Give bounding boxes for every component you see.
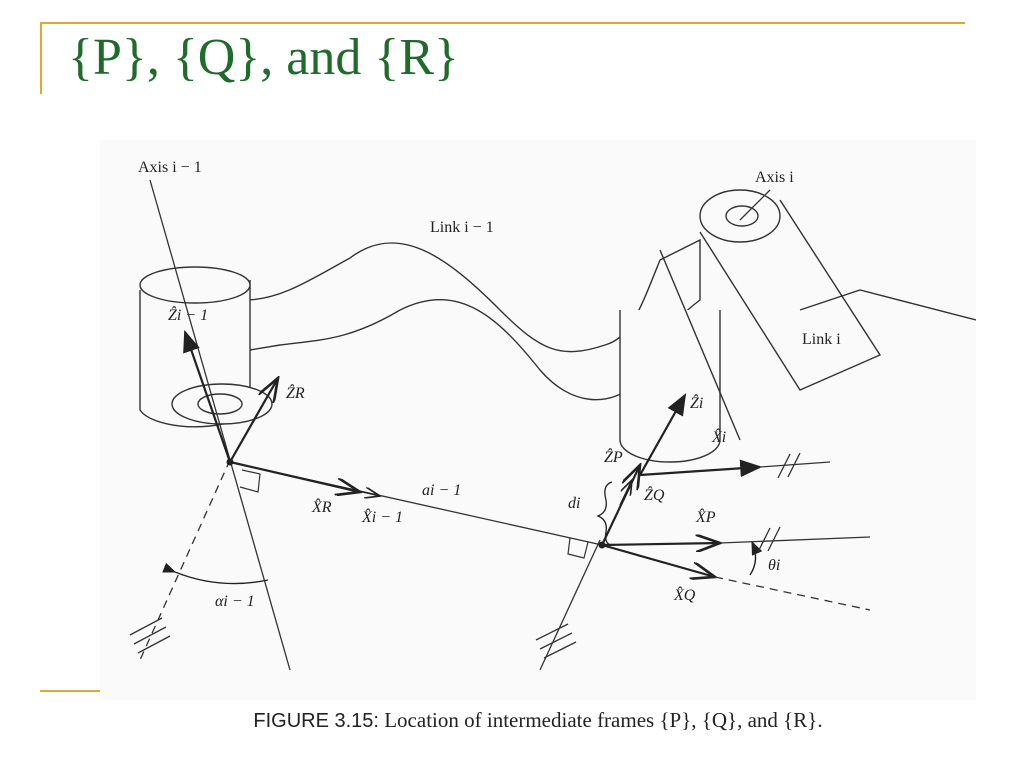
hash-marks-prev [129, 617, 171, 654]
x-prev-arrow [339, 486, 380, 496]
x-i-line [759, 461, 831, 468]
hash-marks-i-lower [535, 623, 577, 659]
label-d-i: di [568, 495, 580, 512]
alpha-arc [162, 562, 269, 585]
common-normal-dashed [139, 459, 231, 661]
label-axis-i: Axis i [755, 169, 794, 186]
label-z-q: ẐQ [644, 485, 665, 504]
x-q-arrow [601, 543, 715, 577]
axis-prev-line [149, 179, 291, 671]
x-p-arrow [601, 543, 720, 545]
axis-i-line [739, 189, 771, 221]
z-prev-arrow [183, 329, 232, 463]
label-axis-prev: Axis i − 1 [138, 159, 202, 176]
left-accent-line [40, 22, 42, 94]
label-z-p: ẐP [604, 447, 623, 466]
label-z-r: ẐR [286, 383, 305, 402]
origin-prev-dot [226, 458, 234, 466]
z-p-arrow [601, 465, 640, 546]
right-angle-i [567, 537, 589, 559]
x-p-line [719, 536, 871, 544]
theta-arc [749, 540, 763, 576]
figure-number: FIGURE 3.15: [253, 710, 379, 732]
label-link-prev: Link i − 1 [430, 219, 494, 236]
label-x-p: X̂P [695, 507, 716, 526]
label-x-r: X̂R [311, 497, 332, 516]
label-theta-i: θi [768, 557, 780, 574]
slide-title: {P}, {Q}, and {R} [68, 29, 459, 86]
d-i-brace [596, 481, 613, 546]
label-a-prev: ai − 1 [422, 482, 461, 499]
bottom-left-accent-line [40, 690, 102, 692]
label-x-prev: X̂i − 1 [361, 507, 403, 526]
caption-text: Location of intermediate frames {P}, {Q}… [384, 708, 823, 732]
label-z-prev: Ẑi − 1 [168, 305, 208, 324]
label-alpha-prev: αi − 1 [215, 593, 255, 610]
joint-i-cylinder [619, 189, 882, 463]
z-i-arrow [639, 393, 687, 476]
label-x-q: X̂Q [673, 585, 696, 604]
top-accent-line [40, 22, 965, 24]
x-r-arrow [229, 460, 360, 492]
hash-marks-x-i [777, 452, 801, 479]
frame-diagram: Axis i − 1 Axis i Link i − 1 Link i Ẑi −… [129, 159, 976, 671]
label-x-i: X̂i [711, 427, 726, 446]
link-prev-body [159, 238, 701, 401]
figure-caption: FIGURE 3.15: Location of intermediate fr… [100, 708, 976, 733]
z-q-arrow [619, 480, 632, 506]
x-i-arrow [639, 459, 763, 478]
figure-panel: Axis i − 1 Axis i Link i − 1 Link i Ẑi −… [100, 140, 976, 700]
hash-marks-x-p [757, 526, 781, 553]
axis-i-lower-line [539, 539, 601, 671]
z-r-arrow [229, 378, 278, 463]
label-link-i: Link i [802, 331, 841, 348]
label-z-i: Ẑi [690, 393, 703, 412]
x-q-dashed [714, 576, 871, 611]
link-i-body [799, 289, 976, 321]
right-angle-prev [239, 469, 261, 493]
